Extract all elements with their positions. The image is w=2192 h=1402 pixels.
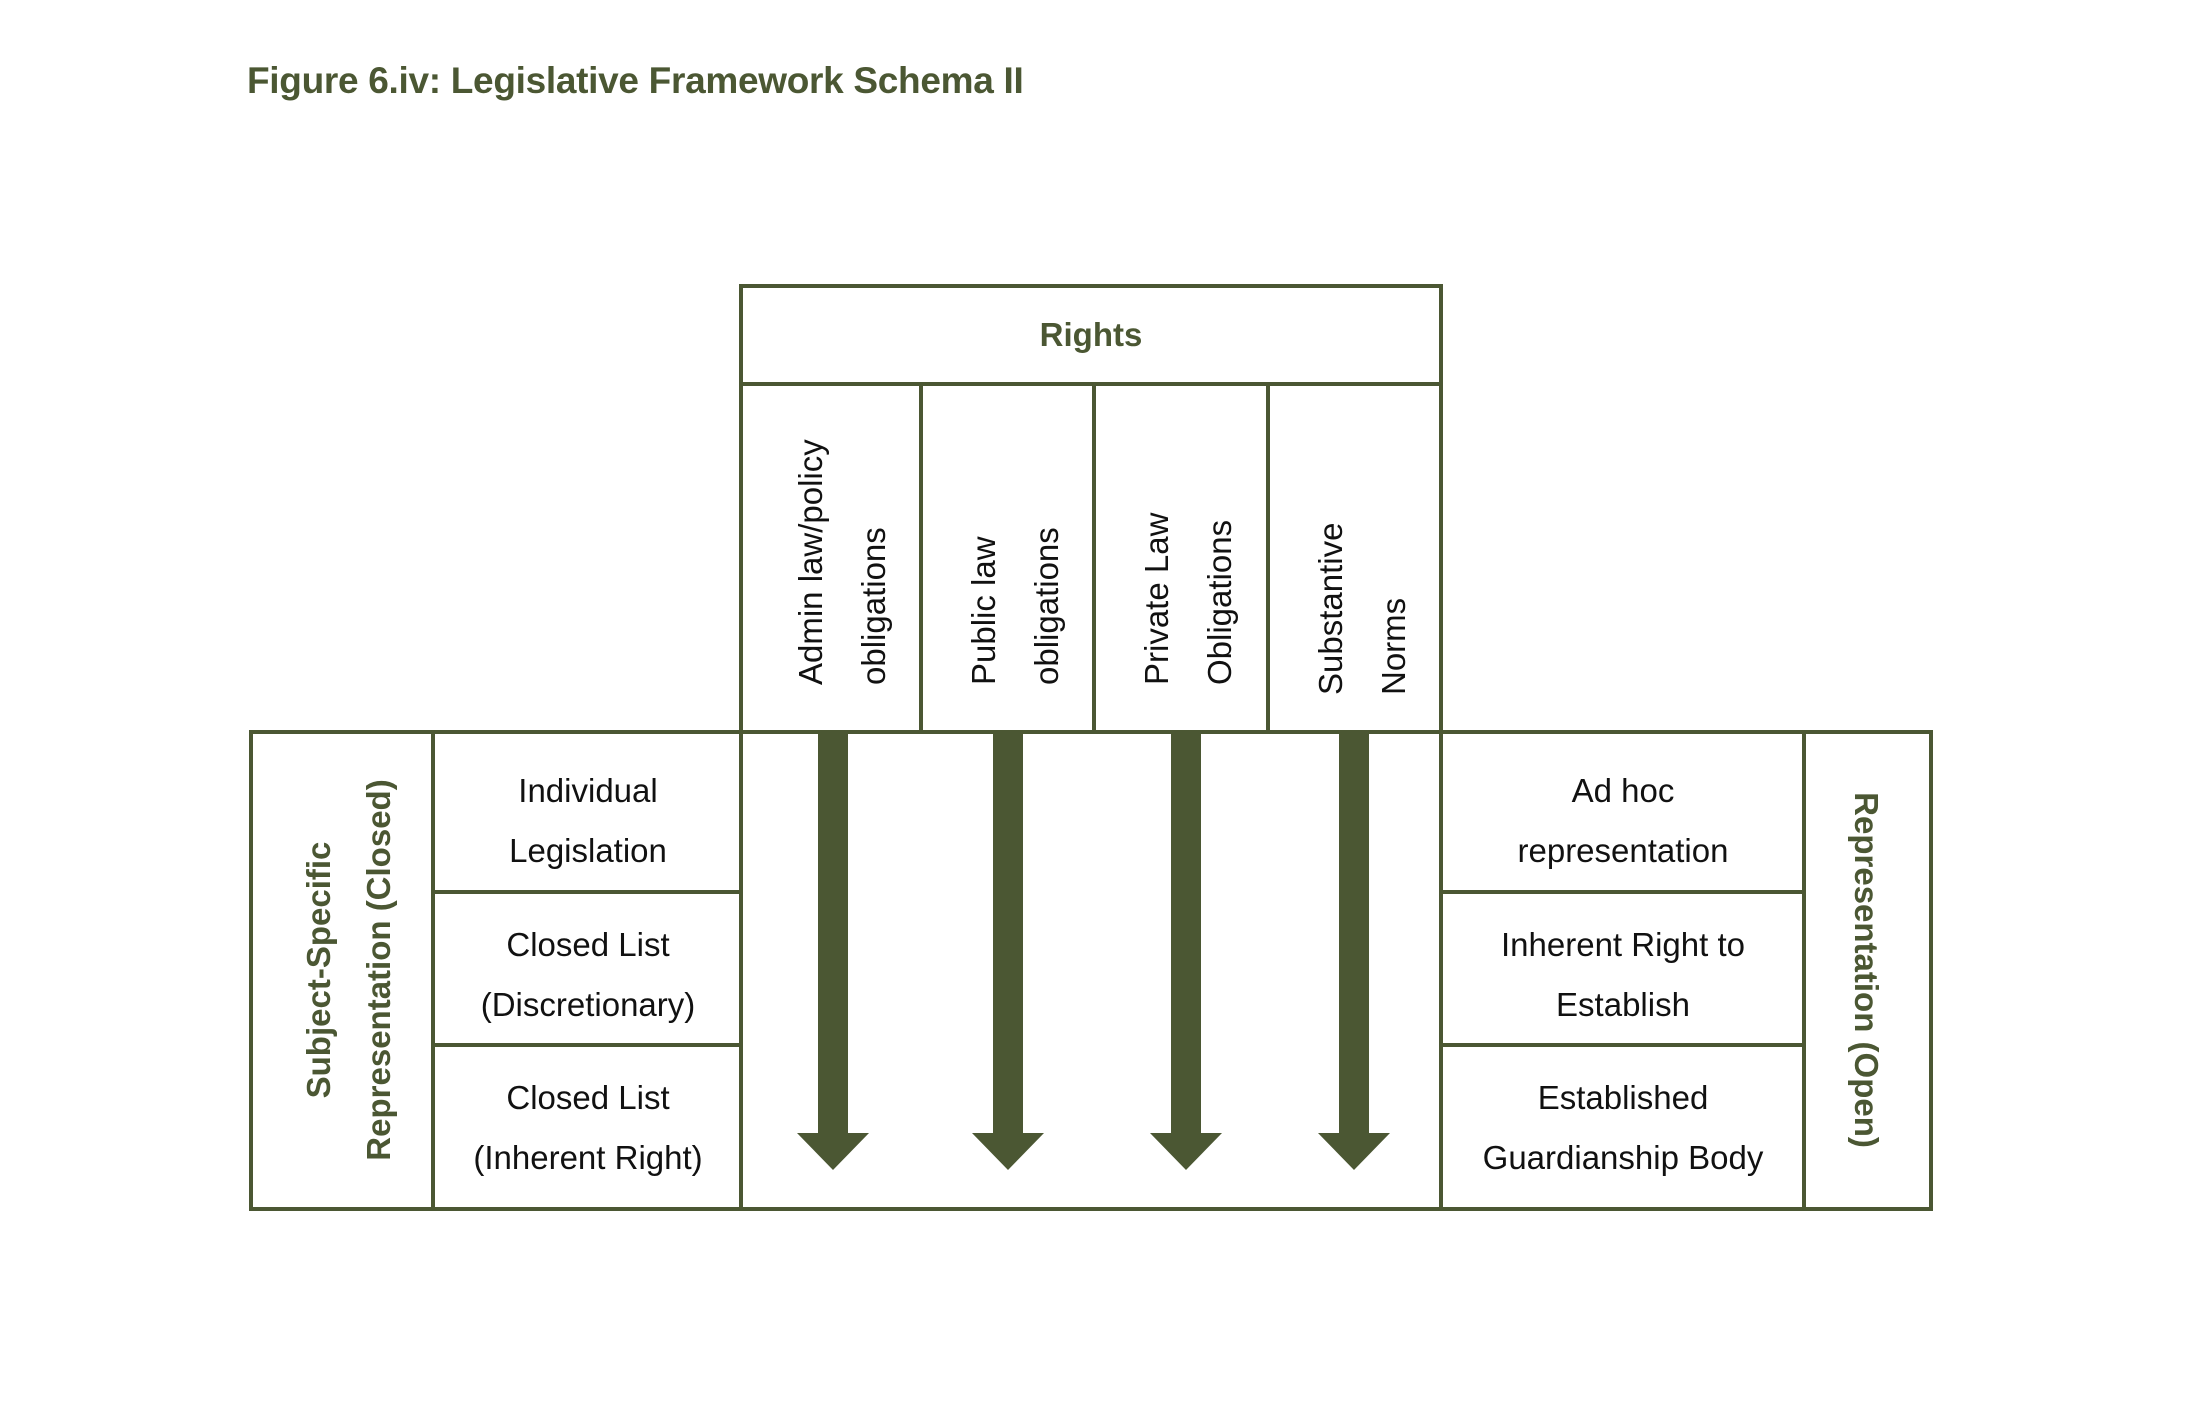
left-row-3: Closed List (Inherent Right)	[473, 1079, 702, 1176]
col-substantive-norms-line2: Norms	[1375, 598, 1412, 695]
col-public-law-line1: Public law	[965, 536, 1002, 685]
left-row-1-line2: Legislation	[509, 832, 667, 869]
arrow-admin-law	[797, 732, 869, 1170]
col-substantive-norms: Substantive Norms	[1312, 523, 1412, 695]
right-row-2-line2: Establish	[1556, 986, 1690, 1023]
left-side-label: Subject-Specific Representation (Closed)	[300, 779, 397, 1160]
left-label-line1: Subject-Specific	[300, 842, 337, 1099]
right-row-2: Inherent Right to Establish	[1501, 926, 1745, 1023]
col-private-law: Private Law Obligations	[1138, 512, 1238, 685]
left-row-2-line1: Closed List	[506, 926, 669, 963]
arrow-substantive-norms	[1318, 732, 1390, 1170]
col-admin-law-line2: obligations	[855, 527, 892, 685]
right-row-2-line1: Inherent Right to	[1501, 926, 1745, 963]
col-private-law-line1: Private Law	[1138, 512, 1175, 685]
right-row-3: Established Guardianship Body	[1483, 1079, 1764, 1176]
right-label: Representation (Open)	[1848, 792, 1885, 1148]
left-row-2-line2: (Discretionary)	[481, 986, 696, 1023]
arrow-public-law	[972, 732, 1044, 1170]
left-row-1: Individual Legislation	[509, 772, 667, 869]
right-row-1: Ad hoc representation	[1518, 772, 1729, 869]
col-private-law-line2: Obligations	[1201, 520, 1238, 685]
right-row-1-line2: representation	[1518, 832, 1729, 869]
right-row-1-line1: Ad hoc	[1572, 772, 1675, 809]
left-row-3-line1: Closed List	[506, 1079, 669, 1116]
right-row-3-line2: Guardianship Body	[1483, 1139, 1764, 1176]
left-row-1-line1: Individual	[518, 772, 657, 809]
left-row-3-line2: (Inherent Right)	[473, 1139, 702, 1176]
col-admin-law-line1: Admin law/policy	[792, 439, 829, 685]
figure-title: Figure 6.iv: Legislative Framework Schem…	[247, 60, 1024, 101]
rights-header: Rights	[1040, 316, 1143, 353]
right-row-3-line1: Established	[1538, 1079, 1709, 1116]
arrow-private-law	[1150, 732, 1222, 1170]
col-public-law: Public law obligations	[965, 527, 1065, 685]
col-admin-law: Admin law/policy obligations	[792, 439, 892, 685]
left-row-2: Closed List (Discretionary)	[481, 926, 696, 1023]
framework-box	[249, 730, 1933, 1211]
col-substantive-norms-line1: Substantive	[1312, 523, 1349, 695]
left-label-line2: Representation (Closed)	[360, 779, 397, 1160]
col-public-law-line2: obligations	[1028, 527, 1065, 685]
right-side-label: Representation (Open)	[1848, 792, 1885, 1148]
